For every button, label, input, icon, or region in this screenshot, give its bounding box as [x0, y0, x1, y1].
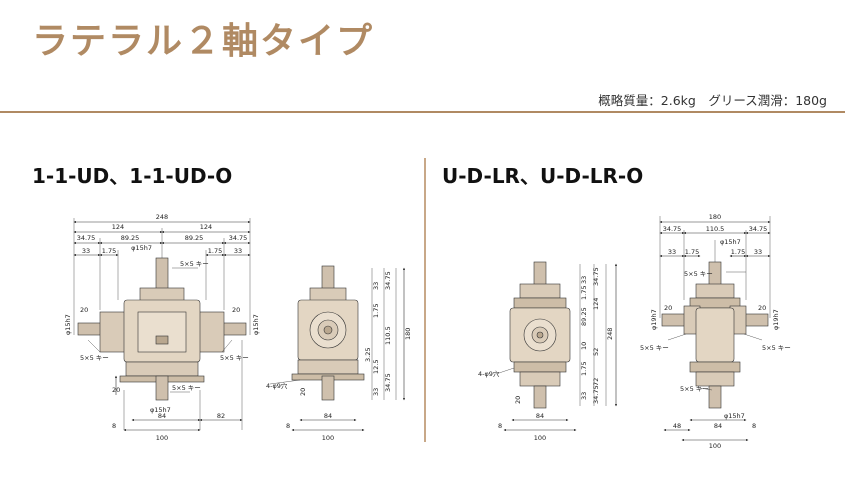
rf-sub-3: 34.75	[749, 225, 768, 233]
rs-dim-4: 89.25	[580, 307, 588, 326]
side-dim-7: 12.5	[372, 360, 380, 374]
side-dim-8: 34.75	[384, 373, 392, 392]
rf-h20-left: 20	[664, 304, 672, 312]
left-front-view	[73, 218, 251, 432]
bot-82: 82	[217, 412, 225, 420]
key-right: 5×5 キー	[220, 354, 249, 362]
dim-half-right: 124	[200, 223, 212, 231]
rf-bot-8: 8	[752, 422, 756, 430]
rf-sub-1: 34.75	[663, 225, 682, 233]
side-dim-1: 33	[372, 282, 380, 290]
rs-dim-11: 33	[580, 392, 588, 400]
dim-sub-2: 89.25	[121, 234, 140, 242]
right-model-title: U-D-LR、U-D-LR-O	[442, 164, 644, 188]
rf-key-right: 5×5 キー	[762, 344, 791, 352]
rf-phi-right: φ19h7	[772, 309, 780, 330]
spec-summary: 概略質量：2.6kg グリース潤滑：180g	[598, 93, 827, 108]
v20: 20	[112, 386, 120, 394]
rs-dim-1: 33	[580, 276, 588, 284]
h20-right: 20	[232, 306, 240, 314]
right-front-view	[659, 216, 771, 442]
bot-84: 84	[158, 412, 166, 420]
rs-dim-5: 124	[592, 298, 600, 310]
key-top: 5×5 キー	[180, 260, 209, 268]
side-dim-4: 110.5	[384, 326, 392, 345]
left-side-view	[269, 265, 406, 432]
phi-left: φ15h7	[64, 314, 72, 335]
phi-right: φ15h7	[252, 314, 260, 335]
rs-dim-8: 52	[592, 348, 600, 356]
dim-small-1: 33	[82, 247, 90, 255]
rf-sub-2: 110.5	[706, 225, 725, 233]
bot-100: 100	[156, 434, 168, 442]
side-bot-8: 8	[286, 422, 290, 430]
right-side-view	[495, 261, 618, 432]
dim-sub-4: 34.75	[229, 234, 248, 242]
dim-half-left: 124	[112, 223, 124, 231]
dim-small-3: 1.75	[208, 247, 222, 255]
header-rule	[0, 111, 845, 113]
section-divider	[424, 158, 426, 442]
side-dim-5: 180	[404, 328, 412, 340]
rf-small-2: 1.75	[685, 248, 699, 256]
rf-bot-84: 84	[714, 422, 722, 430]
dim-small-2: 1.75	[102, 247, 116, 255]
rf-small-3: 1.75	[731, 248, 745, 256]
right-front-labels: 180 34.75 110.5 34.75 33 1.75 1.75 33 φ1…	[640, 213, 791, 450]
rf-key-left: 5×5 キー	[640, 344, 669, 352]
key-bottom: 5×5 キー	[172, 384, 201, 392]
rf-phi-top: φ15h7	[720, 238, 741, 246]
rs-bot-8: 8	[498, 422, 502, 430]
dim-overall: 248	[156, 213, 168, 221]
side-bot-100: 100	[322, 434, 334, 442]
rs-dim-3: 1.75	[580, 286, 588, 300]
side-dim-6: 3.25	[364, 348, 372, 362]
h20-left: 20	[80, 306, 88, 314]
side-v20: 20	[299, 388, 307, 396]
rf-small-4: 33	[754, 248, 762, 256]
rf-phi-left: φ19h7	[650, 309, 658, 330]
bot-8: 8	[112, 422, 116, 430]
rf-bot-100: 100	[709, 442, 721, 450]
side-dim-9: 33	[372, 388, 380, 396]
dim-sub-1: 34.75	[77, 234, 96, 242]
key-left: 5×5 キー	[80, 354, 109, 362]
rs-dim-12: 34.75	[592, 385, 600, 404]
rf-small-1: 33	[668, 248, 676, 256]
side-bot-84: 84	[324, 412, 332, 420]
side-dim-2: 34.75	[384, 271, 392, 290]
rs-hole: 4-φ9穴	[478, 369, 500, 378]
rs-dim-10: 1.75	[580, 362, 588, 376]
rs-dim-9: 72	[592, 378, 600, 386]
right-side-labels: 33 34.75 1.75 89.25 124 248 10 52 72 1.7…	[478, 267, 614, 442]
left-side-labels: 33 34.75 1.75 110.5 180 3.25 12.5 34.75 …	[266, 271, 412, 442]
rf-h20-right: 20	[758, 304, 766, 312]
rs-v20: 20	[514, 396, 522, 404]
left-model-title: 1-1-UD、1-1-UD-O	[32, 164, 233, 188]
side-dim-3: 1.75	[372, 304, 380, 318]
rs-bot-84: 84	[536, 412, 544, 420]
left-front-labels: 248 124 124 34.75 89.25 89.25 34.75 33 1…	[64, 213, 260, 442]
dim-small-4: 33	[234, 247, 242, 255]
rf-overall: 180	[709, 213, 721, 221]
rs-dim-7: 10	[580, 342, 588, 350]
rs-bot-100: 100	[534, 434, 546, 442]
rf-phi-bottom: φ15h7	[724, 412, 745, 420]
dim-sub-3: 89.25	[185, 234, 204, 242]
rf-key-top: 5×5 キー	[684, 270, 713, 278]
side-hole: 4-φ9穴	[266, 381, 288, 390]
rf-key-bottom: 5×5 キー	[680, 385, 709, 393]
page-title: ラテラル２軸タイプ	[32, 21, 375, 62]
rs-dim-6: 248	[606, 328, 614, 340]
rf-bot-48: 48	[673, 422, 681, 430]
rs-dim-2: 34.75	[592, 267, 600, 286]
phi-bottom: φ15h7	[150, 406, 171, 414]
phi-top: φ15h7	[131, 244, 152, 252]
